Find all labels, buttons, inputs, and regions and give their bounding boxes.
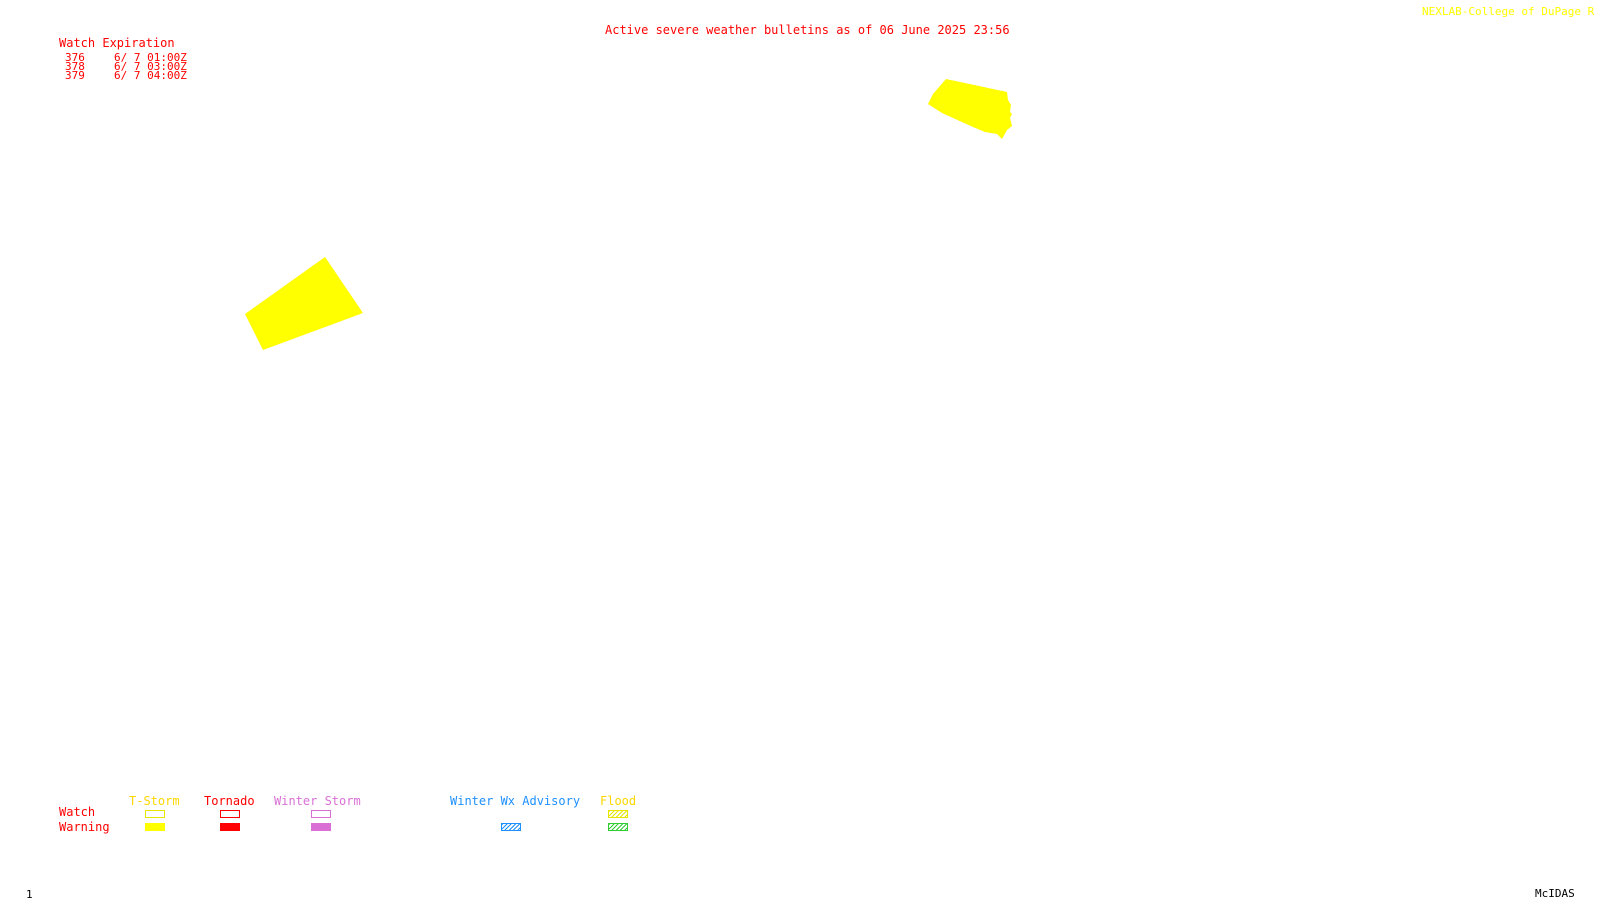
legend-tstorm-label: T-Storm [129,794,180,808]
watch-number: 379 [65,69,85,82]
watch-expires: 6/ 7 04:00Z [114,69,187,82]
site-credit: NEXLAB-College of DuPage R [1422,5,1595,18]
legend-row-label-watch: Watch [59,805,96,819]
legend-tstorm-watch-swatch [145,810,165,818]
legend-winter-wx-advisory-swatch [501,823,521,831]
legend-flood-warning-swatch [608,823,628,831]
watch-number: 378 [65,60,85,73]
legend-tornado-warning-swatch [220,823,240,831]
legend-tstorm-warning-swatch [145,823,165,831]
legend-row-label-warning: Warning [59,820,110,834]
legend-winter-storm-watch-swatch [311,810,331,818]
software-label: McIDAS [1535,887,1575,900]
legend-winter-wx-advisory-label: Winter Wx Advisory [450,794,581,808]
watch-expires: 6/ 7 03:00Z [114,60,187,73]
legend-flood-watch-swatch [608,810,628,818]
legend-tornado-watch-swatch [220,810,240,818]
legend-tornado-label: Tornado [204,794,255,808]
watch-number: 376 [65,51,85,64]
bulletin-title: Active severe weather bulletins as of 06… [605,23,1010,37]
legend-winter-storm-warning-swatch [311,823,331,831]
legend-flood-label: Flood [600,794,637,808]
tstorm-warning-area [928,79,1012,139]
tstorm-warning-area [245,257,363,350]
watch-expiration-heading: Watch Expiration [59,36,175,50]
watch-expires: 6/ 7 01:00Z [114,51,187,64]
legend-winter-storm-label: Winter Storm [274,794,361,808]
frame-number: 1 [26,888,33,900]
